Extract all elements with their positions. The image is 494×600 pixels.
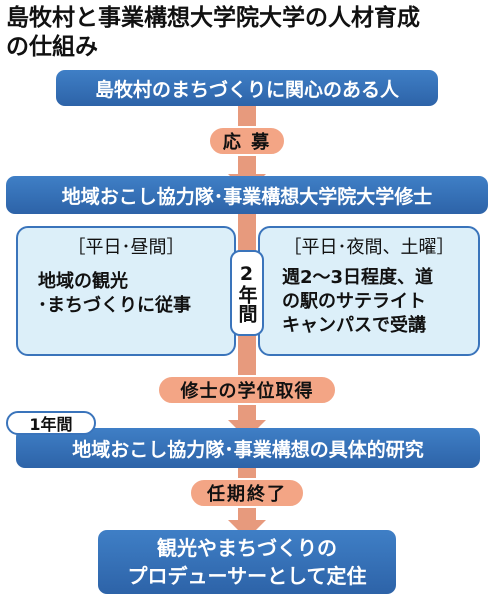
term-end-pill-label: 任期終了: [207, 484, 287, 505]
final-box-line-2: プロデューサーとして定住: [127, 564, 367, 588]
weekday-daytime-line-1: 地域の観光: [38, 271, 128, 292]
weekday-evening-saturday-line-1: 週2～3日程度、道: [282, 267, 434, 288]
weekday-daytime-heading: ［平日･昼間］: [67, 237, 185, 258]
apply-pill-label: 応 募: [222, 132, 272, 153]
term-end-pill: 任期終了: [189, 478, 305, 508]
weekday-evening-saturday-panel: ［平日･夜間、土曜］ 週2～3日程度、道 の駅のサテライト キャンパスで受講: [258, 226, 480, 356]
title-line-2: の仕組み: [6, 34, 98, 60]
program-box: 地域おこし協力隊･事業構想大学院大学修士: [6, 176, 488, 214]
weekday-daytime-line-2: ･まちづくりに従事: [38, 295, 191, 316]
page-title: 島牧村と事業構想大学院大学の人材育成 の仕組み: [6, 4, 490, 62]
research-box-label: 地域おこし協力隊･事業構想の具体的研究: [72, 438, 424, 461]
final-box-line-1: 観光やまちづくりの: [157, 536, 337, 560]
weekday-evening-saturday-heading: ［平日･夜間、土曜］: [283, 237, 455, 258]
program-box-label: 地域おこし協力隊･事業構想大学院大学修士: [61, 185, 433, 208]
start-box-label: 島牧村のまちづくりに関心のある人: [94, 78, 399, 101]
duration-two-years-label: 2年間: [235, 263, 258, 323]
apply-pill: 応 募: [208, 126, 286, 156]
duration-two-years-badge: 2年間: [230, 250, 264, 336]
weekday-daytime-panel: ［平日･昼間］ 地域の観光 ･まちづくりに従事: [16, 226, 236, 356]
start-box: 島牧村のまちづくりに関心のある人: [56, 70, 438, 106]
final-box: 観光やまちづくりの プロデューサーとして定住: [98, 530, 396, 594]
research-box: 地域おこし協力隊･事業構想の具体的研究: [16, 428, 480, 468]
title-line-1: 島牧村と事業構想大学院大学の人材育成: [6, 5, 420, 31]
weekday-evening-saturday-line-3: キャンパスで受講: [282, 315, 426, 336]
weekday-evening-saturday-line-2: の駅のサテライト: [282, 291, 426, 312]
degree-pill-label: 修士の学位取得: [180, 381, 314, 402]
duration-one-year-tag: 1年間: [6, 411, 96, 435]
degree-pill: 修士の学位取得: [157, 375, 337, 405]
duration-one-year-label: 1年間: [29, 415, 73, 434]
